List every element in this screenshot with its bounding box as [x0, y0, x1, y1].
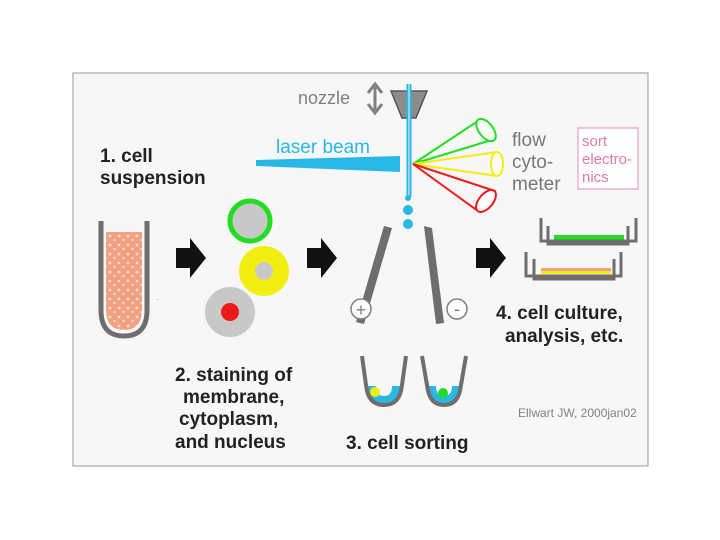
suspension-tube — [98, 221, 150, 339]
plus-label: + — [356, 300, 367, 320]
sort-electronics-label: sort electro- nics — [582, 133, 636, 186]
svg-text:.: . — [157, 296, 159, 302]
collection-tube-left — [360, 355, 408, 408]
culture-dish-top — [539, 218, 638, 246]
deflection-plate-negative — [424, 226, 444, 324]
credit-label: Ellwart JW, 2000jan02 — [518, 406, 637, 420]
laser-beam — [256, 156, 400, 172]
collection-tube-right — [420, 355, 468, 408]
laser-beam-label: laser beam — [276, 137, 370, 158]
plus-circle-icon — [350, 298, 372, 320]
step1-label: 1. cell suspension — [100, 146, 206, 189]
light-scatter-cones — [412, 117, 504, 213]
nozzle-label: nozzle — [298, 88, 350, 108]
right-arrow-icon — [176, 238, 206, 278]
culture-dish-bottom — [524, 252, 623, 281]
step4-label: 4. cell culture, analysis, etc. — [496, 303, 628, 347]
right-arrow-icon — [307, 238, 337, 278]
flow-cytometer-label: flow cyto- meter — [512, 130, 561, 195]
step3-label: 3. cell sorting — [346, 433, 468, 454]
sort-electronics-box — [577, 127, 639, 190]
minus-label: - — [454, 299, 460, 319]
up-down-arrow-icon — [366, 81, 384, 116]
step2-label: 2. staining of membrane, cytoplasm, and … — [175, 365, 297, 453]
stained-cells — [205, 198, 289, 337]
membrane-stained-cell — [227, 198, 273, 244]
right-arrow-icon — [476, 238, 506, 278]
minus-circle-icon — [446, 298, 468, 320]
droplet-stream — [403, 84, 413, 229]
